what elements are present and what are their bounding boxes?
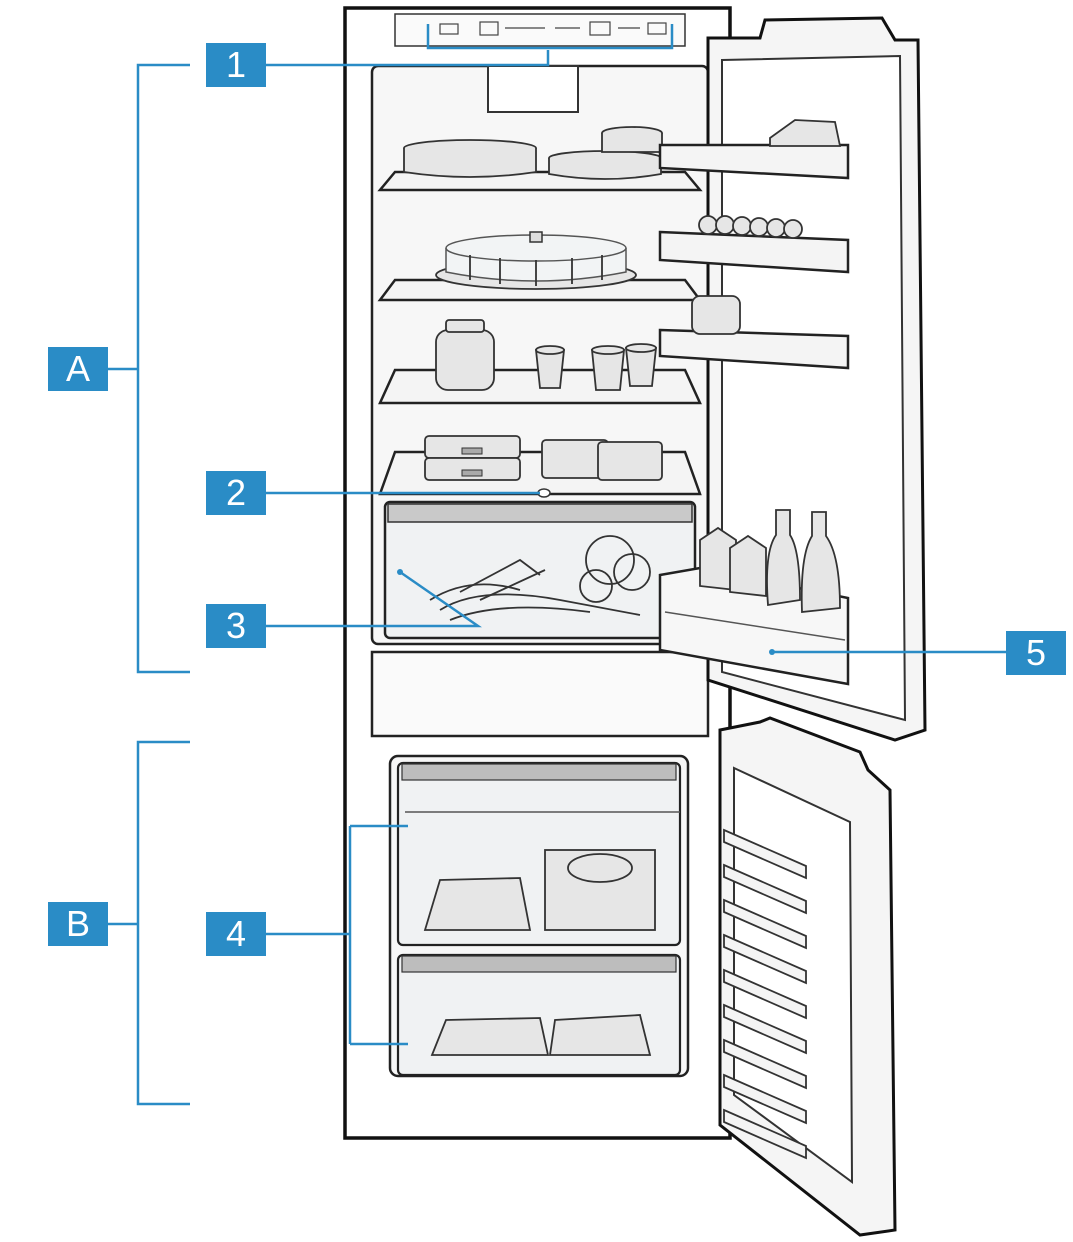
- callout-1: 1: [206, 43, 266, 87]
- crisper-drawer: [385, 502, 695, 638]
- shelf-4-containers: [425, 436, 662, 480]
- callout-2: 2: [206, 471, 266, 515]
- callout-3-label: 3: [226, 605, 246, 646]
- zone-b-bracket: [138, 742, 190, 1104]
- callout-5: 5: [1006, 631, 1066, 675]
- callout-2-label: 2: [226, 472, 246, 513]
- zone-a-label: A: [48, 347, 108, 391]
- zone-a-letter: A: [66, 348, 90, 389]
- shelf-2-cake: [436, 232, 636, 289]
- zone-b-label: B: [48, 902, 108, 946]
- zone-a-bracket: [138, 65, 190, 672]
- callout-4-label: 4: [226, 913, 246, 954]
- zone-b-letter: B: [66, 903, 90, 944]
- callout-1-label: 1: [226, 44, 246, 85]
- callout-3: 3: [206, 604, 266, 648]
- callout-5-label: 5: [1026, 632, 1046, 673]
- lower-door: [720, 718, 895, 1235]
- freezer-drawers: [398, 763, 680, 1075]
- callout-4: 4: [206, 912, 266, 956]
